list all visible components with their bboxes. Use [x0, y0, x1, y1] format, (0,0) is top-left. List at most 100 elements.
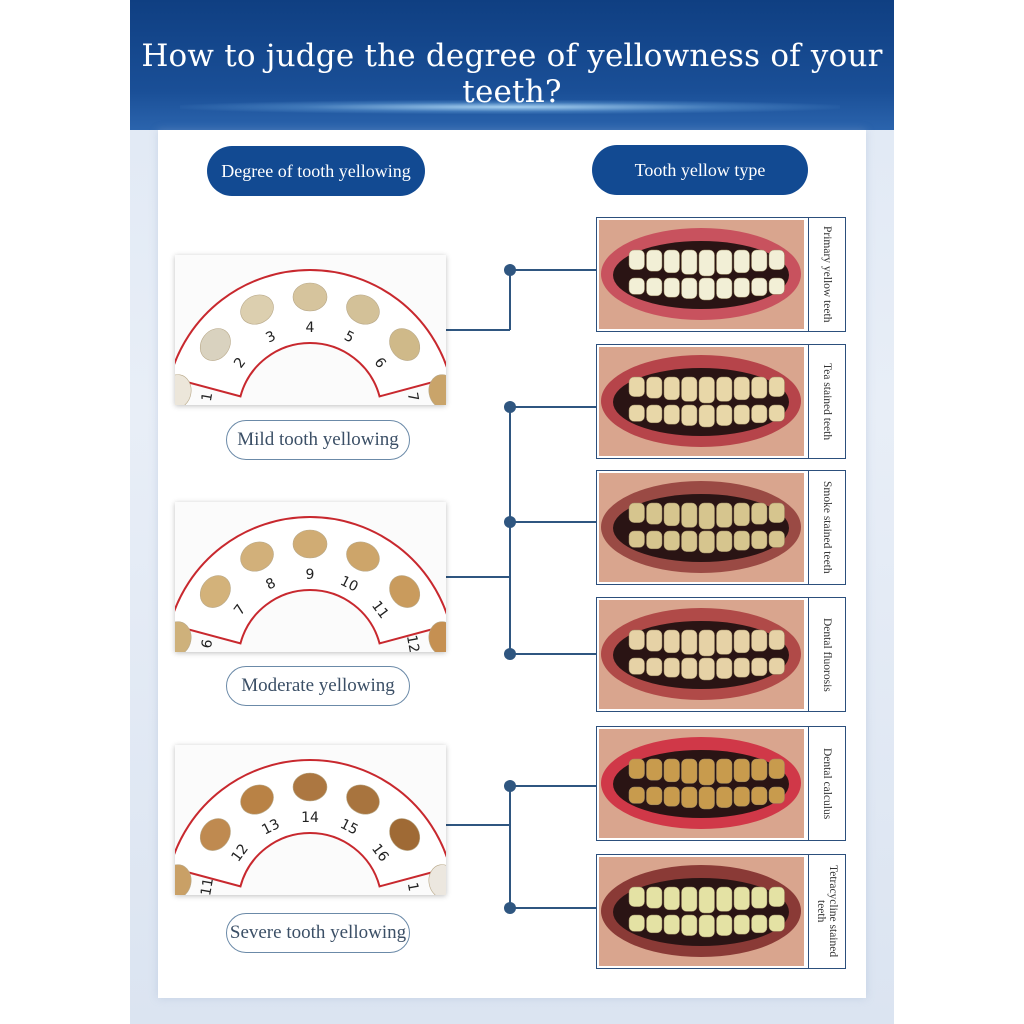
shade-tab: [389, 328, 421, 361]
tooth: [716, 404, 733, 426]
shade-tab: [240, 541, 274, 572]
tooth: [698, 502, 715, 530]
tooth: [663, 277, 680, 298]
shade-tab: [175, 864, 192, 895]
tooth: [681, 530, 698, 552]
tooth: [716, 758, 733, 784]
tooth: [681, 786, 698, 808]
teeth-photo: [599, 220, 804, 329]
tooth: [698, 786, 715, 810]
tooth: [733, 886, 750, 911]
tooth: [628, 886, 645, 907]
tooth: [768, 502, 785, 523]
connector-dot: [504, 902, 516, 914]
tooth: [628, 249, 645, 270]
tooth: [663, 376, 680, 401]
tooth: [646, 530, 663, 550]
tooth: [698, 886, 715, 914]
tooth: [733, 404, 750, 425]
teeth-photo: [599, 473, 804, 582]
shade-tab: [199, 328, 231, 361]
tooth: [681, 629, 698, 655]
tooth: [733, 914, 750, 935]
tooth: [751, 530, 768, 550]
tooth: [698, 277, 715, 301]
page-title: How to judge the degree of yellowness of…: [141, 38, 883, 110]
tooth: [663, 530, 680, 551]
shade-tab: [346, 784, 380, 815]
tooth: [751, 914, 768, 934]
tooth: [646, 376, 663, 399]
tooth: [663, 404, 680, 425]
tooth: [628, 786, 645, 804]
tooth: [698, 530, 715, 554]
tooth: [768, 629, 785, 650]
shade-number: 15: [337, 816, 360, 838]
tooth: [733, 530, 750, 551]
shade-number: 1: [404, 881, 421, 893]
teeth-photo: [599, 857, 804, 966]
shade-number: 7: [404, 391, 421, 403]
tooth: [716, 502, 733, 528]
connector-dot: [504, 780, 516, 792]
tooth: [716, 277, 733, 299]
shade-number: 12: [403, 634, 422, 652]
tooth: [646, 404, 663, 424]
tooth: [628, 404, 645, 422]
tooth: [681, 502, 698, 528]
tooth: [628, 277, 645, 295]
shade-tab: [389, 575, 421, 608]
tooth: [698, 914, 715, 938]
teeth-photo: [599, 729, 804, 838]
tooth: [716, 376, 733, 402]
connector-dot: [504, 264, 516, 276]
tooth: [733, 629, 750, 654]
tooth: [698, 657, 715, 681]
tooth: [768, 786, 785, 804]
tooth: [768, 914, 785, 932]
tooth: [663, 629, 680, 654]
tooth: [716, 657, 733, 679]
tooth: [628, 914, 645, 932]
tooth: [646, 758, 663, 781]
shade-arc-band: [175, 759, 446, 888]
tooth: [646, 886, 663, 909]
tooth: [663, 786, 680, 807]
tooth: [663, 249, 680, 274]
tooth: [716, 530, 733, 552]
tooth: [768, 249, 785, 270]
shade-tab: [199, 818, 231, 851]
type-label: Tea stained teeth: [821, 362, 833, 441]
tooth: [663, 502, 680, 527]
shade-number: 6: [199, 638, 216, 650]
tooth: [716, 886, 733, 912]
type-card-tetracycline: Tetracycline stained teeth: [596, 854, 846, 969]
shade-tab: [428, 864, 446, 895]
teeth-photo: [599, 600, 804, 709]
shade-tab: [428, 374, 446, 405]
shade-number: 1: [199, 391, 216, 403]
shade-tab: [346, 294, 380, 325]
shade-tab: [292, 282, 328, 312]
tooth: [768, 657, 785, 675]
tooth: [663, 758, 680, 783]
tooth: [646, 786, 663, 806]
header-glow: [180, 100, 840, 114]
tooth: [751, 502, 768, 525]
tooth: [768, 277, 785, 295]
type-card-primary: Primary yellow teeth: [596, 217, 846, 332]
tooth: [663, 886, 680, 911]
tooth: [733, 657, 750, 678]
shade-tab: [175, 374, 192, 405]
tooth: [751, 277, 768, 297]
shade-tab: [292, 772, 328, 802]
tooth: [628, 502, 645, 523]
connector-dot: [504, 401, 516, 413]
